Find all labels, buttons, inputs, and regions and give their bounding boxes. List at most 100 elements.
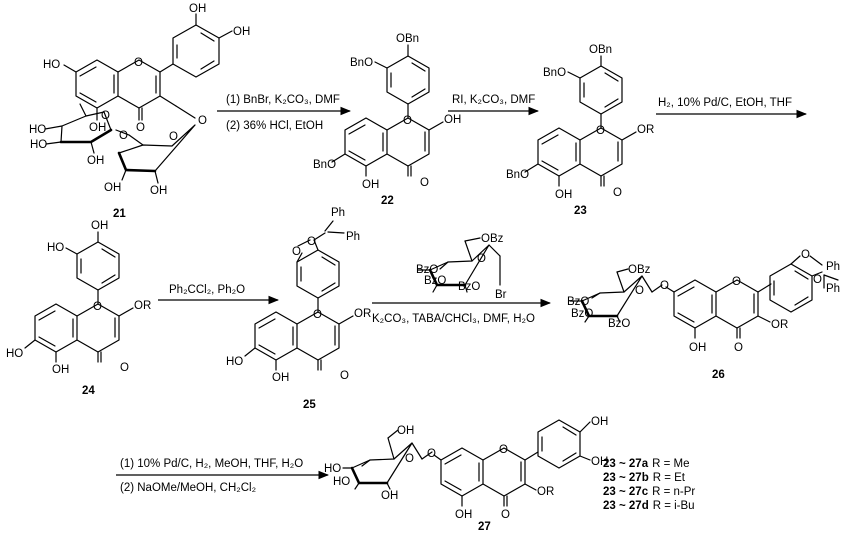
atom-label: OH	[189, 3, 206, 15]
compound-number: 26	[712, 369, 725, 381]
compound-21-atoms: OH OH O O HO OH O O O O HO HO OH OH OH	[29, 3, 250, 197]
atom-label: BzO	[458, 281, 480, 293]
atom-label: O	[307, 236, 316, 248]
atom-label: OH	[455, 509, 472, 521]
atom-label: OH	[104, 182, 121, 194]
compound-number: 21	[113, 208, 126, 220]
compound-22-structure	[331, 44, 444, 177]
compound-27-atoms: OH O HO HO OH O O OR OH O OH OH	[324, 416, 608, 521]
legend-r: R = Et	[653, 472, 686, 484]
atom-label: OR	[354, 308, 371, 320]
atom-label: HO	[29, 124, 46, 136]
condition-step-1: RI, K₂CO₃, DMF	[452, 94, 535, 106]
compound-number: 24	[82, 385, 95, 397]
atom-label: O	[420, 177, 429, 189]
atom-label: O	[340, 370, 349, 382]
atom-label: BnO	[313, 159, 336, 171]
condition-step-1: (1) BnBr, K₂CO₃, DMF	[226, 94, 340, 106]
atom-label: OR	[771, 319, 788, 331]
atom-label: Ph	[826, 261, 840, 273]
atom-label: O	[120, 362, 129, 374]
compound-number: 25	[303, 399, 316, 411]
atom-label: O	[134, 57, 143, 69]
condition-step-2: (2) 36% HCl, EtOH	[226, 120, 323, 132]
atom-label: O	[813, 274, 822, 286]
atom-label: O	[403, 115, 412, 127]
atom-label: O	[292, 246, 301, 258]
atom-label: Ph	[826, 283, 840, 295]
legend-r: R = i-Bu	[653, 500, 695, 512]
atom-label: O	[660, 280, 669, 292]
atom-label: Br	[495, 289, 507, 301]
atom-label: HO	[324, 463, 341, 475]
atom-label: OH	[591, 416, 608, 428]
atom-label: BnO	[506, 169, 529, 181]
compound-23-atoms: OBn BnO O OR O BnO OH	[506, 44, 654, 201]
atom-label: O	[313, 309, 322, 321]
compound-21-structure	[44, 13, 233, 184]
atom-label: O	[93, 301, 102, 313]
atom-label: OH	[381, 490, 398, 502]
atom-label: HO	[47, 242, 64, 254]
atom-label: O	[119, 130, 128, 142]
atom-label: OBn	[589, 44, 612, 56]
atom-label: OH	[591, 456, 608, 468]
compound-27-structure	[342, 419, 591, 507]
atom-label: OH	[272, 372, 289, 384]
legend-range: 23 ~ 27d	[603, 500, 649, 512]
atom-label: O	[501, 509, 510, 521]
atom-label: OH	[89, 122, 106, 134]
atom-label: OH	[397, 425, 414, 437]
glycosyl-bromide-atoms: OBz O BzO BzO BzO Br	[416, 233, 507, 301]
atom-label: O	[499, 444, 508, 456]
atom-label: O	[635, 285, 644, 297]
atom-label: OH	[233, 26, 250, 38]
compound-24-structure	[24, 231, 134, 363]
compound-24-atoms: OH HO O OR O HO OH	[6, 220, 151, 376]
atom-label: OBz	[628, 264, 651, 276]
atom-label: OR	[537, 486, 554, 498]
condition-below-arrow: K₂CO₃, TABA/CHCl₃, DMF, H₂O	[372, 313, 535, 325]
glycosyl-bromide-structure	[417, 237, 501, 293]
legend-row: 23 ~ 27d R = i-Bu	[603, 500, 695, 512]
atom-label: BzO	[608, 318, 630, 330]
atom-label: O	[732, 276, 741, 288]
atom-label: OBn	[396, 33, 419, 45]
compound-25-structure	[244, 220, 354, 371]
atom-label: HO	[333, 476, 350, 488]
atom-label: O	[405, 453, 414, 465]
legend-r: R = Me	[652, 458, 689, 470]
atom-label: O	[101, 110, 110, 122]
compound-25-atoms: Ph Ph O O O OR O HO OH	[226, 207, 371, 384]
atom-label: BnO	[543, 67, 566, 79]
atom-label: HO	[6, 348, 23, 360]
atom-label: OH	[362, 179, 379, 191]
atom-label: BzO	[567, 296, 589, 308]
atom-label: OH	[87, 155, 104, 167]
atom-label: O	[801, 249, 810, 261]
legend-r: R = n-Pr	[652, 486, 695, 498]
compound-23-structure	[524, 55, 637, 187]
atom-label: BnO	[350, 57, 373, 69]
atom-label: OH	[52, 364, 69, 376]
atom-label: BzO	[571, 308, 593, 320]
atom-label: BzO	[424, 275, 446, 287]
atom-label: OH	[555, 189, 572, 201]
atom-label: OR	[134, 300, 151, 312]
legend-range: 23 ~ 27c	[603, 486, 649, 498]
atom-label: OH	[444, 114, 461, 126]
atom-label: Ph	[331, 207, 345, 219]
condition-step-1: Ph₂CCl₂, Ph₂O	[169, 284, 245, 296]
legend-range: 23 ~ 27a	[603, 458, 649, 470]
atom-label: O	[596, 125, 605, 137]
atom-label: O	[198, 115, 207, 127]
atom-label: O	[477, 253, 486, 265]
compound-number: 22	[381, 195, 394, 207]
atom-label: OH	[689, 342, 706, 354]
atom-label: O	[169, 131, 178, 143]
